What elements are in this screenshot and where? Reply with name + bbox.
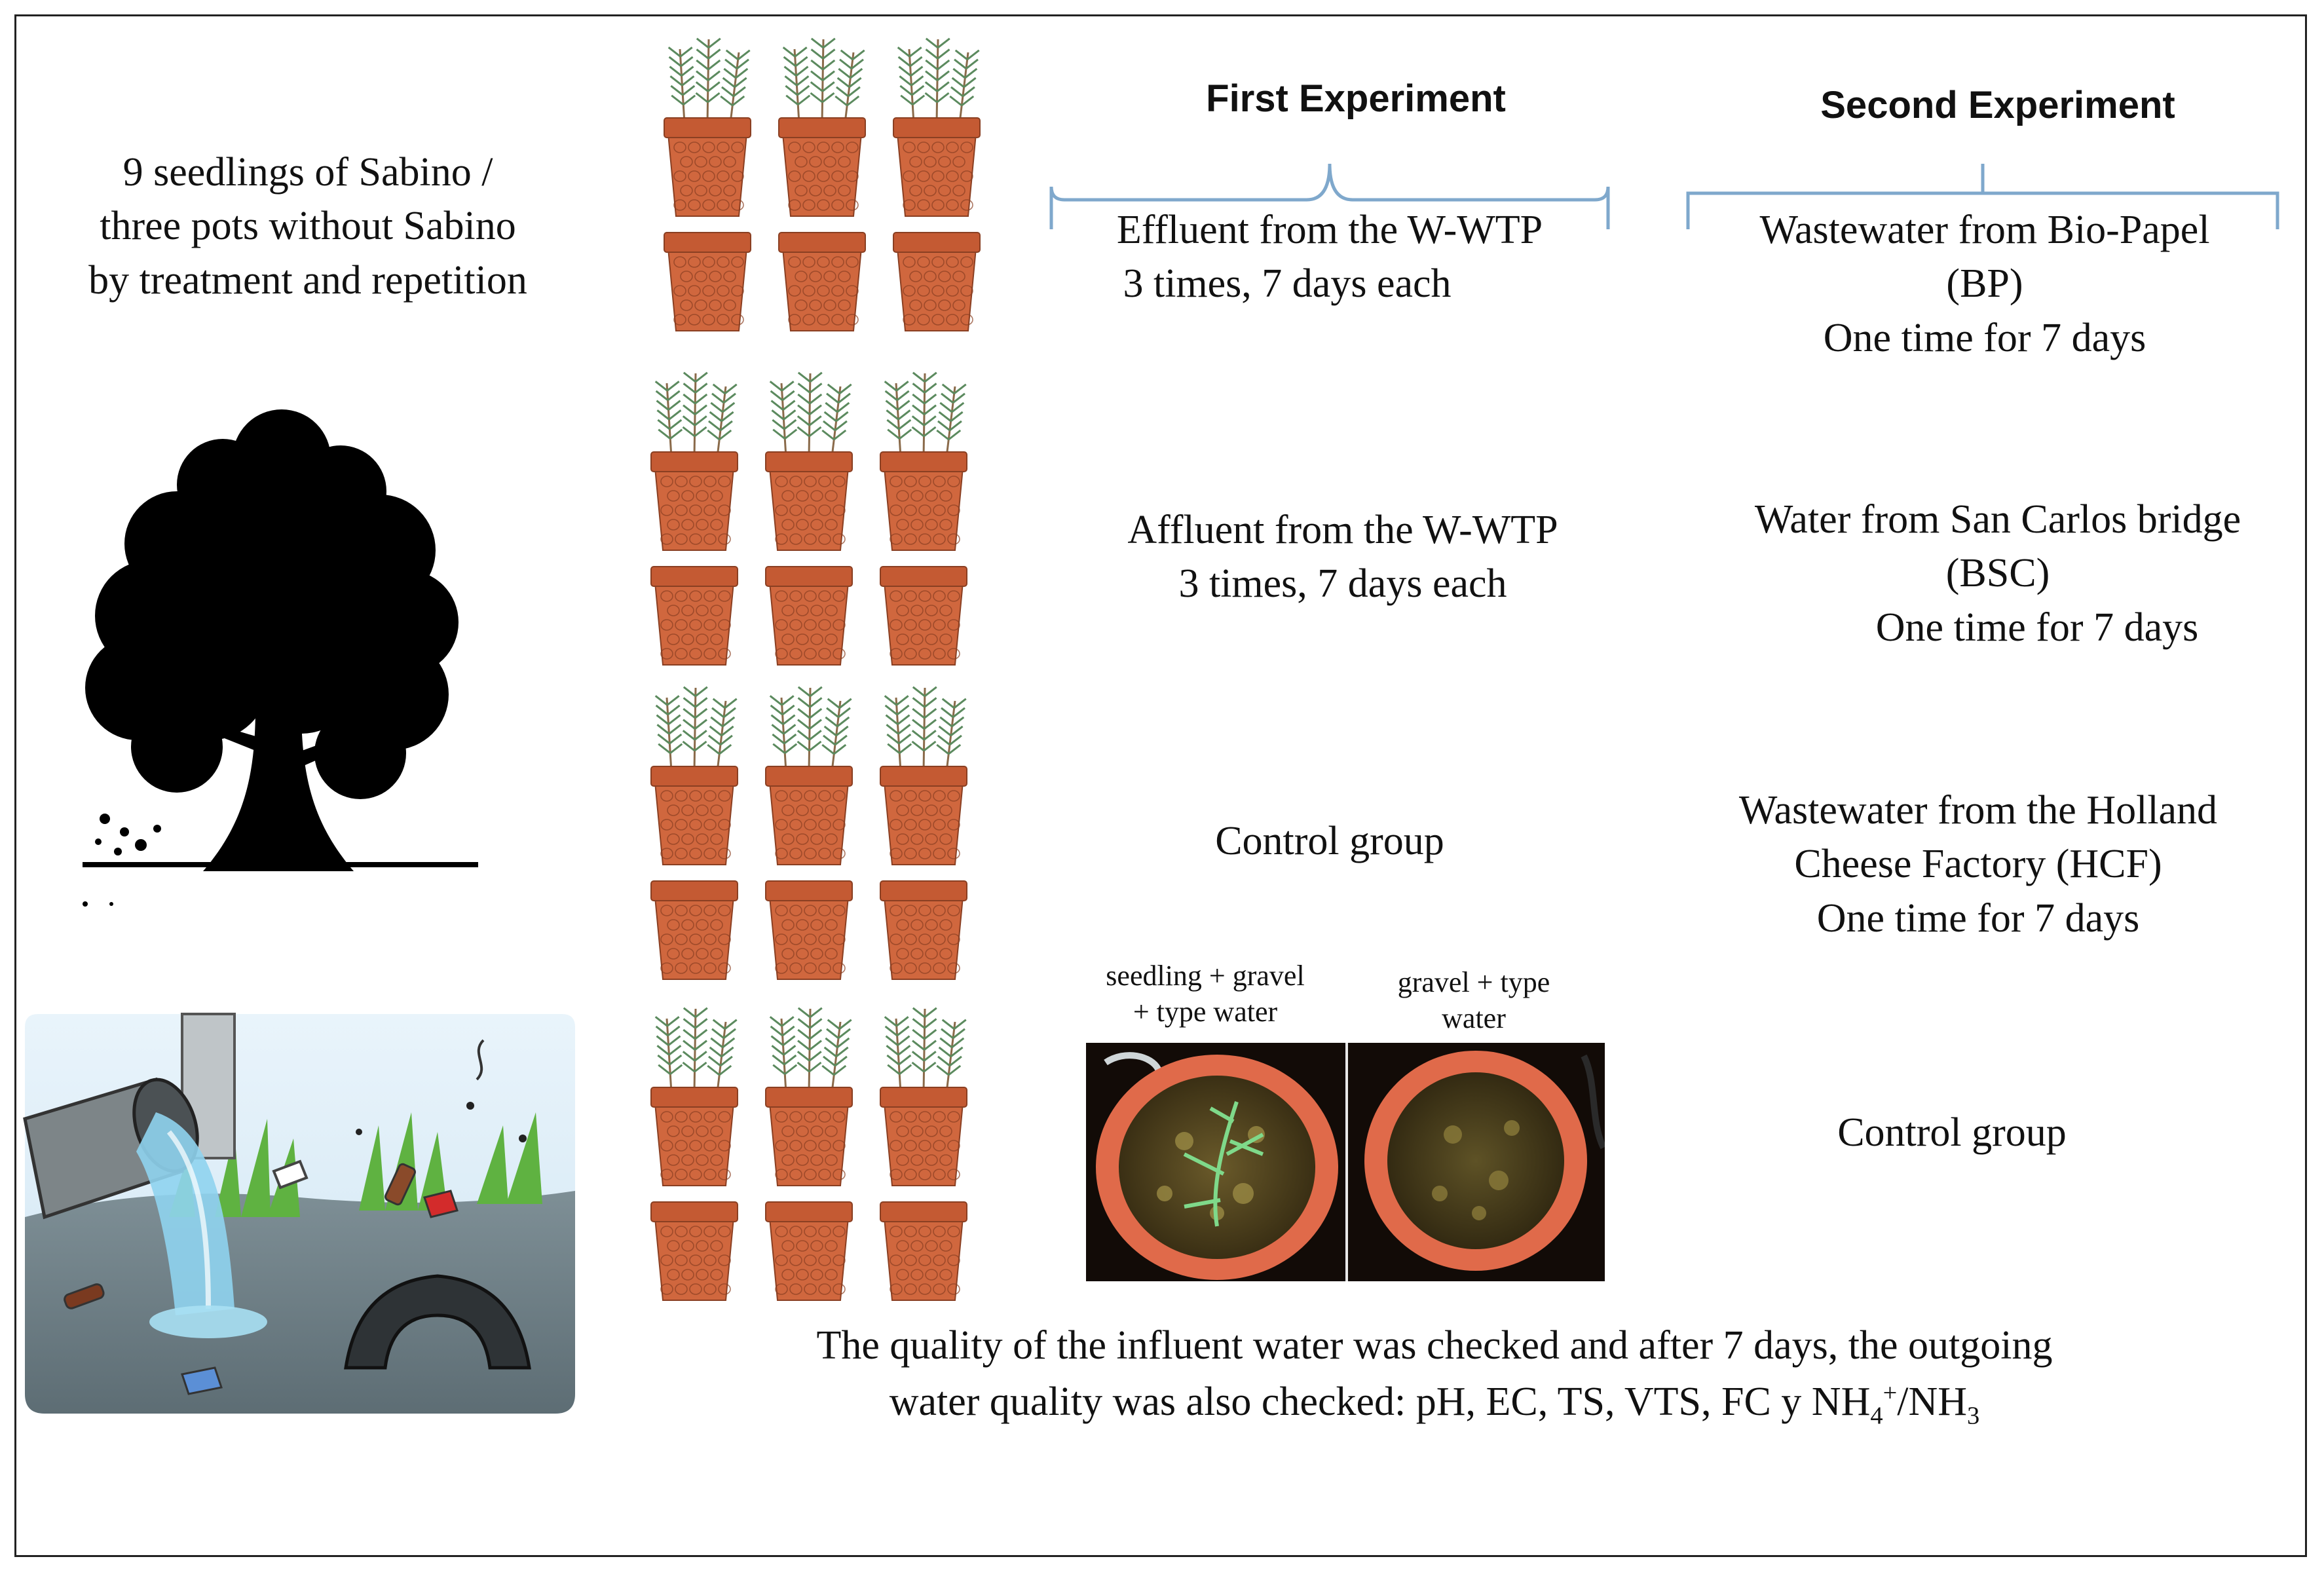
pot-without-seedling — [880, 880, 967, 980]
first-control-label: Control group — [1215, 819, 1444, 863]
pot-with-seedling — [765, 1007, 853, 1186]
intro-line-3: by treatment and repetition — [88, 257, 527, 303]
bsc-line-1: Water from San Carlos bridge — [1754, 497, 2241, 542]
pot-without-seedling — [650, 1201, 738, 1301]
hcf-line-3: One time for 7 days — [1816, 895, 2140, 941]
pot-with-seedling — [778, 37, 866, 217]
bsc-line-3: One time for 7 days — [1875, 605, 2199, 650]
seedling-icon — [654, 686, 738, 772]
photo-label-left-line-2: + type water — [1133, 996, 1278, 1028]
pot-with-seedling — [650, 686, 738, 865]
pot-with-seedling — [893, 37, 981, 217]
water-quality-note: The quality of the influent water was ch… — [668, 1318, 2201, 1433]
second-treatment-bsc: Water from San Carlos bridge (BSC) One t… — [1710, 493, 2286, 654]
seedling-icon — [654, 1007, 738, 1093]
seedling-icon — [782, 37, 865, 124]
pot-with-seedling — [650, 371, 738, 551]
pot-without-seedling — [650, 880, 738, 980]
nh4-charge: + — [1883, 1378, 1898, 1406]
second-treatment-bp: Wastewater from Bio-Papel (BP) One time … — [1696, 203, 2273, 365]
photo-label-right-line-1: gravel + type — [1397, 966, 1550, 998]
affluent-line-1: Affluent from the W-WTP — [1127, 508, 1558, 552]
pot-without-seedling — [778, 232, 866, 331]
pots-top-view-photo — [1086, 1043, 1605, 1281]
photo-label-left-line-1: seedling + gravel — [1106, 960, 1305, 992]
pot-without-seedling — [650, 566, 738, 666]
pot-without-seedling — [664, 232, 751, 331]
first-experiment-header: First Experiment — [1206, 77, 1506, 120]
pot-with-seedling — [765, 371, 853, 551]
seedling-icon — [654, 371, 738, 458]
second-treatment-hcf: Wastewater from the Holland Cheese Facto… — [1690, 783, 2266, 945]
pot-tray-3 — [650, 686, 967, 980]
pot-tray-2 — [650, 371, 967, 666]
seedling-icon — [884, 686, 967, 772]
nh4-subscript: 4 — [1870, 1401, 1883, 1429]
first-treatment-affluent: Affluent from the W-WTP 3 times, 7 days … — [1061, 503, 1624, 611]
bp-line-2: (BP) — [1946, 261, 2023, 307]
pot-without-seedling — [765, 1201, 853, 1301]
quality-line-1: The quality of the influent water was ch… — [816, 1323, 2053, 1368]
bsc-line-2: (BSC) — [1945, 551, 2050, 596]
pollution-illustration — [23, 1013, 575, 1414]
pot-without-seedling — [880, 566, 967, 666]
first-treatment-effluent: Effluent from the W-WTP 3 times, 7 days … — [1048, 203, 1611, 311]
tree-silhouette — [83, 409, 478, 907]
bp-line-1: Wastewater from Bio-Papel — [1759, 208, 2210, 252]
photo-label-left: seedling + gravel + type water — [1074, 958, 1336, 1030]
second-experiment-bracket — [1686, 164, 2279, 229]
second-experiment-header: Second Experiment — [1820, 84, 2175, 126]
seedling-icon — [769, 686, 852, 772]
pot-without-seedling — [880, 1201, 967, 1301]
pot-tray-4 — [650, 1007, 967, 1301]
seedling-icon — [667, 37, 751, 124]
nh3-subscript: 3 — [1967, 1401, 1980, 1429]
first-treatment-control: Control group — [1048, 814, 1611, 868]
seedling-icon — [769, 371, 852, 458]
second-treatment-control: Control group — [1664, 1106, 2240, 1159]
pot-with-seedling — [664, 37, 751, 217]
effluent-line-2: 3 times, 7 days each — [1123, 261, 1452, 307]
pot-without-seedling — [765, 566, 853, 666]
affluent-line-2: 3 times, 7 days each — [1178, 561, 1507, 607]
bp-line-3: One time for 7 days — [1823, 315, 2146, 360]
hcf-line-2: Cheese Factory (HCF) — [1794, 842, 2162, 887]
intro-text: 9 seedlings of Sabino / three pots witho… — [39, 145, 576, 307]
quality-line-2-text: water quality was also checked: pH, EC, … — [889, 1379, 1871, 1424]
nh3-text: /NH — [1897, 1379, 1968, 1424]
hcf-line-1: Wastewater from the Holland — [1738, 788, 2218, 833]
pot-without-seedling — [765, 880, 853, 980]
seedling-icon — [884, 1007, 967, 1093]
intro-line-1: 9 seedlings of Sabino / — [122, 150, 493, 195]
pot-with-seedling — [880, 686, 967, 865]
seedling-icon — [769, 1007, 852, 1093]
photo-label-right: gravel + type water — [1362, 964, 1585, 1036]
seedling-icon — [897, 37, 980, 124]
pot-without-seedling — [893, 232, 981, 331]
intro-line-2: three pots without Sabino — [100, 204, 516, 249]
quality-line-2: water quality was also checked: pH, EC, … — [668, 1374, 2201, 1433]
figure-frame — [14, 14, 2307, 1557]
photo-label-right-line-2: water — [1442, 1002, 1506, 1034]
second-control-label: Control group — [1837, 1110, 2067, 1155]
pot-with-seedling — [880, 1007, 967, 1186]
first-experiment-bracket — [1049, 163, 1610, 229]
pot-with-seedling — [880, 371, 967, 551]
pot-with-seedling — [650, 1007, 738, 1186]
effluent-line-1: Effluent from the W-WTP — [1116, 208, 1543, 252]
pot-with-seedling — [765, 686, 853, 865]
pot-tray-1 — [664, 37, 981, 331]
seedling-icon — [884, 371, 967, 458]
